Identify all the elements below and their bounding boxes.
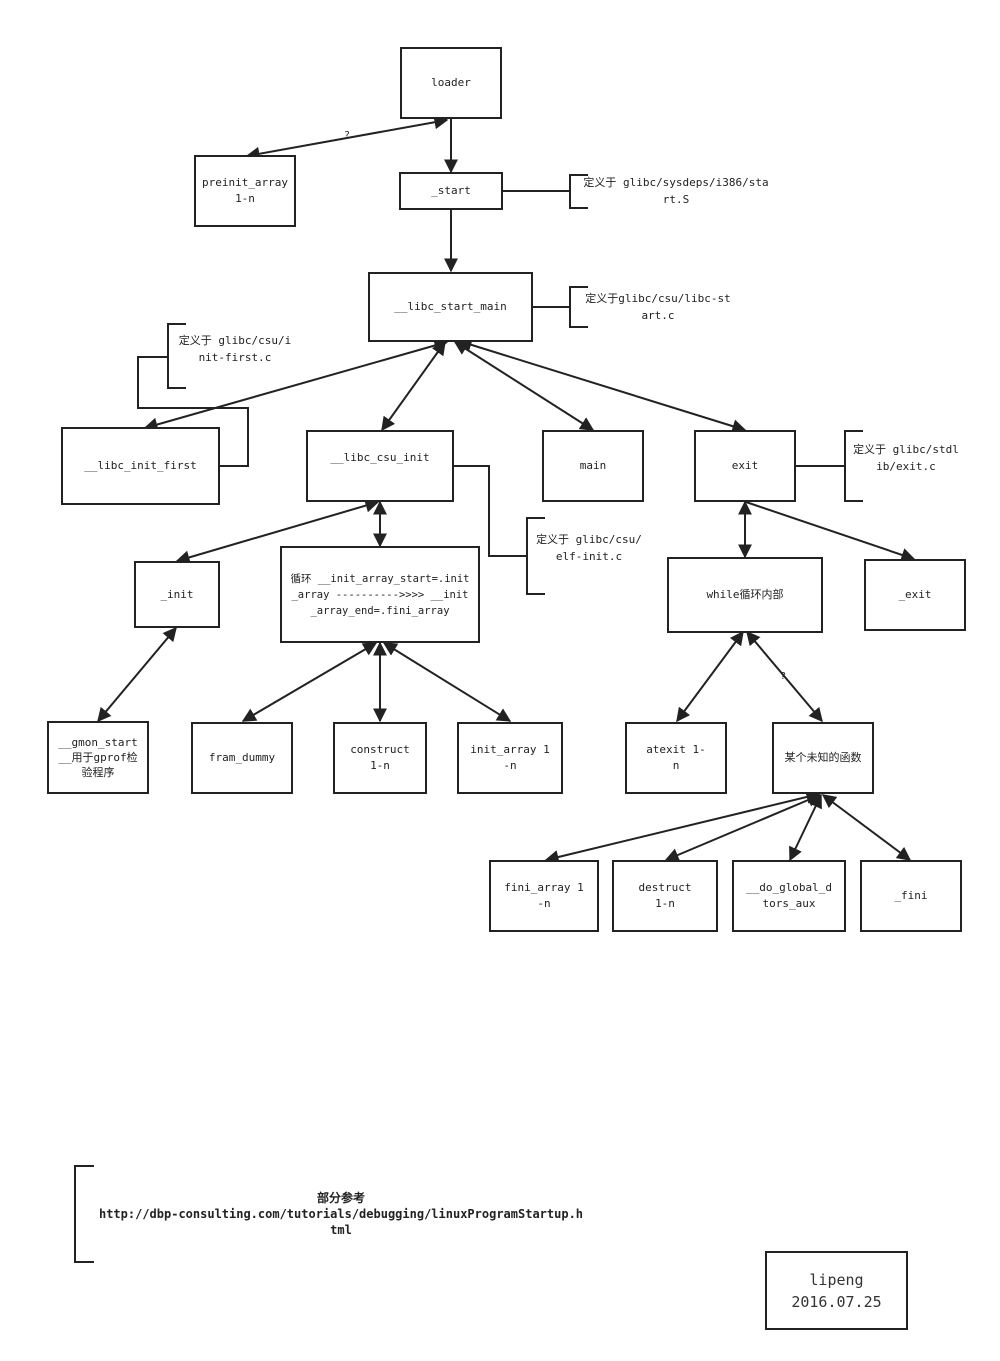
- connector-csuinit-note: [453, 465, 527, 557]
- node-preinit-array: preinit_array 1-n: [194, 155, 296, 227]
- edge-loop-framdummy: [241, 642, 378, 722]
- node-loader: loader: [400, 47, 502, 119]
- node-libc-start-main: __libc_start_main: [368, 272, 533, 342]
- edge-exit-exit2: [745, 501, 916, 562]
- bracket-libcmain-note: [569, 286, 588, 328]
- node-init-array-loop: 循环 __init_array_start=.init_array ------…: [280, 546, 480, 643]
- note-exit-definition: 定义于 glibc/stdlib/exit.c: [853, 443, 959, 473]
- node-start: _start: [399, 172, 503, 210]
- node-gmon-start: __gmon_start__用于gprof检验程序: [47, 721, 149, 794]
- edge-libcmain-csuinit: [381, 340, 446, 432]
- edge-label-loader-preinit: ?: [344, 130, 351, 141]
- note-csu-init-definition: 定义于 glibc/csu/elf-init.c: [536, 533, 642, 563]
- edge-unknown-finiarray: [544, 790, 821, 864]
- node-while-loop: while循环内部: [667, 557, 823, 633]
- signature-date: 2016.07.25: [791, 1292, 882, 1311]
- bracket-reference: [74, 1165, 94, 1263]
- node-exit2: _exit: [864, 559, 966, 631]
- node-destruct: destruct 1-n: [612, 860, 718, 932]
- edge-unknown-fini: [821, 794, 912, 861]
- edge-while-atexit: [676, 630, 744, 723]
- node-fini-array: fini_array 1-n: [489, 860, 599, 932]
- node-libc-init-first: __libc_init_first: [61, 427, 220, 505]
- edge-init-gmon: [97, 626, 177, 723]
- note-libc-start-main-definition: 定义于glibc/csu/libc-start.c: [585, 292, 731, 322]
- edge-csuinit-init: [175, 498, 380, 565]
- bracket-csuinit-note: [526, 517, 545, 595]
- edge-while-unknown: [746, 630, 823, 723]
- bracket-initfirst-note: [167, 323, 186, 389]
- node-main: main: [542, 430, 644, 502]
- edge-unknown-doglobal: [789, 793, 822, 862]
- node-atexit: atexit 1-n: [625, 722, 727, 794]
- node-libc-csu-init: __libc_csu_init: [306, 430, 454, 502]
- edge-libcmain-main: [453, 341, 595, 431]
- reference-block: 部分参考 http://dbp-consulting.com/tutorials…: [96, 1190, 586, 1238]
- note-start-definition: 定义于 glibc/sysdeps/i386/start.S: [583, 176, 769, 206]
- note-init-first-definition: 定义于 glibc/csu/init-first.c: [178, 334, 292, 364]
- bracket-exit-note: [844, 430, 863, 502]
- node-unknown-function: 某个未知的函数: [772, 722, 874, 794]
- node-init: _init: [134, 561, 220, 628]
- node-construct: construct 1-n: [333, 722, 427, 794]
- reference-url: http://dbp-consulting.com/tutorials/debu…: [98, 1207, 584, 1237]
- reference-title: 部分参考: [316, 1191, 365, 1205]
- edge-libcmain-exit: [457, 338, 747, 433]
- node-exit: exit: [694, 430, 796, 502]
- connector-initfirst-note: [137, 356, 249, 467]
- edge-loader-preinit: [245, 115, 449, 161]
- bracket-start-note: [569, 174, 588, 209]
- node-fram-dummy: fram_dummy: [191, 722, 293, 794]
- edge-loop-initarray: [382, 642, 512, 722]
- signature-author: lipeng: [809, 1270, 864, 1289]
- edge-unknown-destruct: [664, 793, 822, 862]
- edge-label-while-unknown: ?: [780, 671, 787, 682]
- node-init-array: init_array 1-n: [457, 722, 563, 794]
- node-do-global-dtors-aux: __do_global_dtors_aux: [732, 860, 846, 932]
- signature-box: lipeng 2016.07.25: [765, 1251, 908, 1330]
- node-fini: _fini: [860, 860, 962, 932]
